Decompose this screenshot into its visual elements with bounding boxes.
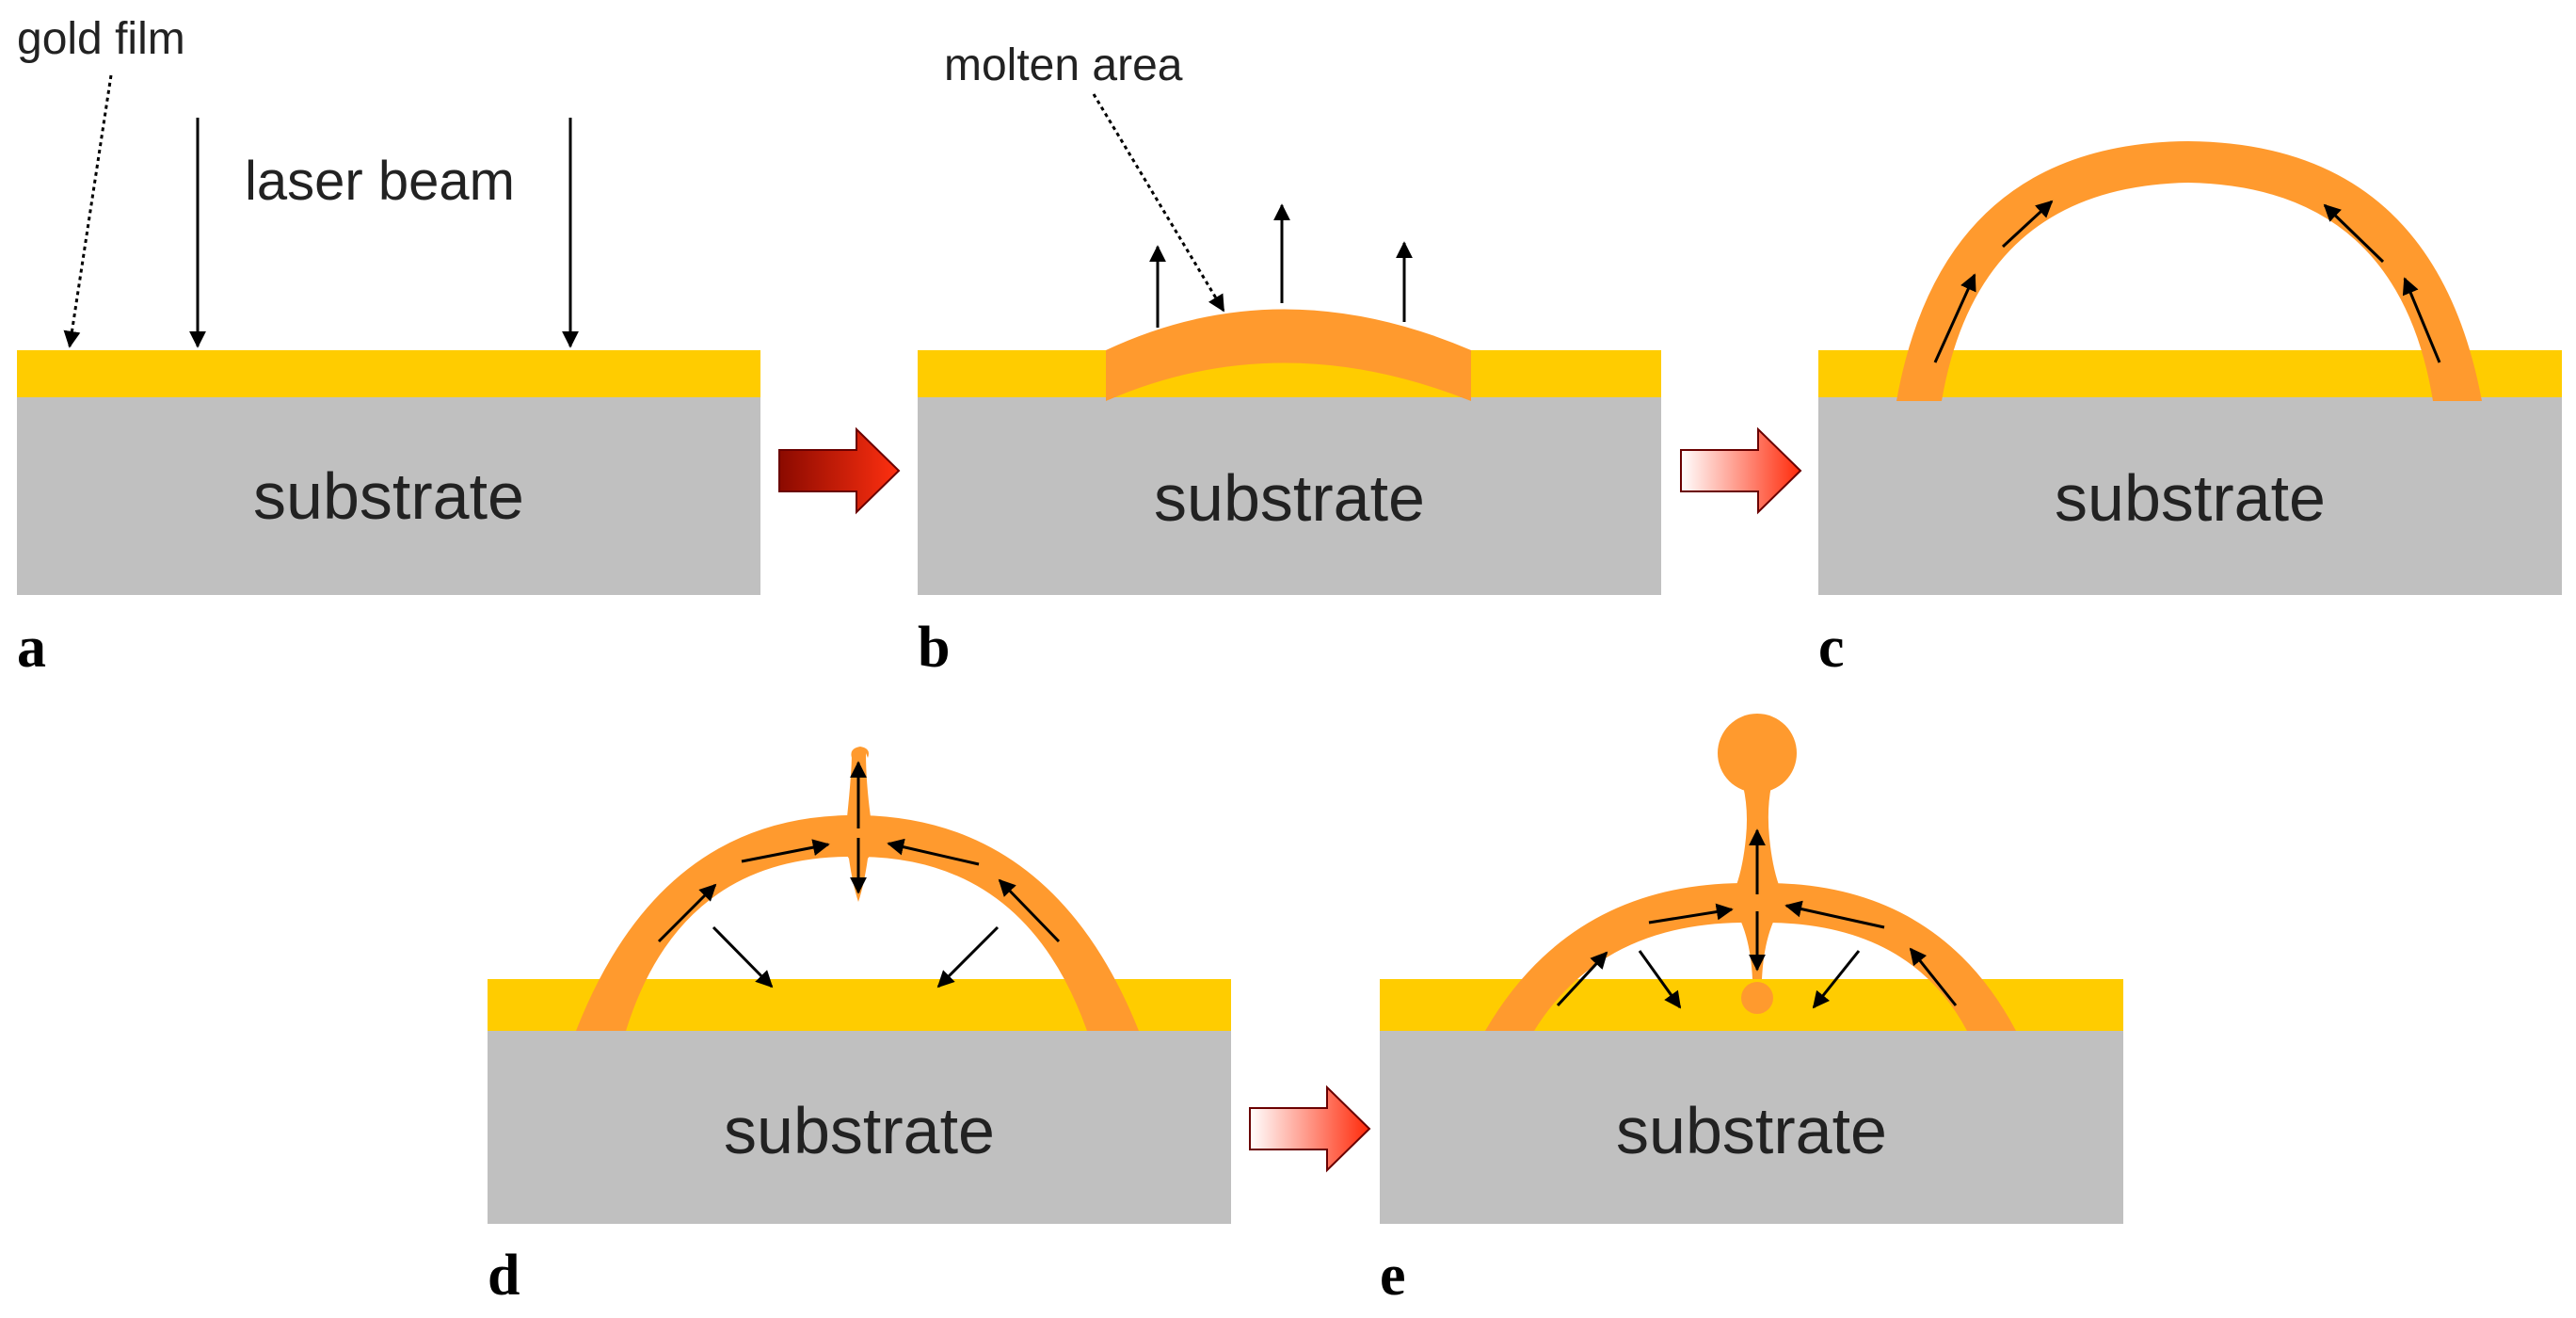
substrate-label: substrate — [1616, 1094, 1887, 1167]
panel-letter-a: a — [17, 616, 46, 680]
transition-arrow-b-c — [1680, 426, 1802, 515]
flow-arrow — [887, 838, 980, 866]
flow-arrow — [998, 878, 1061, 943]
substrate-block — [1380, 1031, 2123, 1224]
panel-letter-e: e — [1380, 1244, 1406, 1308]
gold-film-label: gold film — [17, 14, 185, 64]
panel-letter-d: d — [488, 1244, 520, 1308]
panel-e: substrate e — [1380, 714, 2123, 1308]
flow-arrow — [1784, 900, 1885, 929]
flow-arrow — [1933, 273, 1976, 363]
molten-dome — [1485, 883, 2016, 1031]
flow-arrow — [1648, 903, 1734, 924]
transition-arrow-d-e — [1249, 1085, 1371, 1173]
substrate-block — [1818, 397, 2562, 595]
panel-a: substrate gold film laser beam a — [17, 14, 760, 680]
flow-arrow — [741, 839, 830, 863]
flow-arrow — [2001, 200, 2054, 249]
molten-dome — [576, 815, 1139, 1031]
panel-d: substrate d — [488, 747, 1231, 1308]
substrate-label: substrate — [253, 459, 524, 533]
substrate-block — [488, 1031, 1231, 1224]
substrate-block — [918, 397, 1661, 595]
molten-jet — [809, 747, 904, 902]
flow-arrow — [657, 883, 717, 943]
flow-arrow — [2402, 277, 2441, 363]
substrate-label: substrate — [724, 1094, 995, 1167]
inward-arrow — [1812, 950, 1861, 1009]
panel-letter-b: b — [918, 616, 950, 680]
panel-b: substrate molten area b — [918, 40, 1661, 680]
falling-droplet — [1741, 982, 1773, 1014]
panel-letter-c: c — [1818, 616, 1845, 680]
inward-arrow — [712, 925, 774, 988]
gold-film-pointer — [63, 74, 113, 348]
flow-arrow — [1909, 947, 1958, 1006]
substrate-label: substrate — [1154, 461, 1425, 535]
substrate-label: substrate — [2055, 461, 2326, 535]
molten-area-bulge — [1106, 309, 1471, 401]
panel-c: substrate c — [1818, 141, 2562, 680]
flow-arrow — [1556, 951, 1608, 1007]
inward-arrow — [1638, 950, 1682, 1009]
substrate-block — [17, 397, 760, 595]
ejected-droplet — [1718, 714, 1797, 793]
flow-arrow — [2323, 203, 2385, 264]
gold-film-layer — [17, 350, 760, 397]
laser-beam-label: laser beam — [245, 151, 515, 212]
inward-arrow — [936, 925, 1000, 988]
transition-arrow-a-b — [778, 426, 901, 515]
molten-area-label: molten area — [944, 40, 1183, 90]
